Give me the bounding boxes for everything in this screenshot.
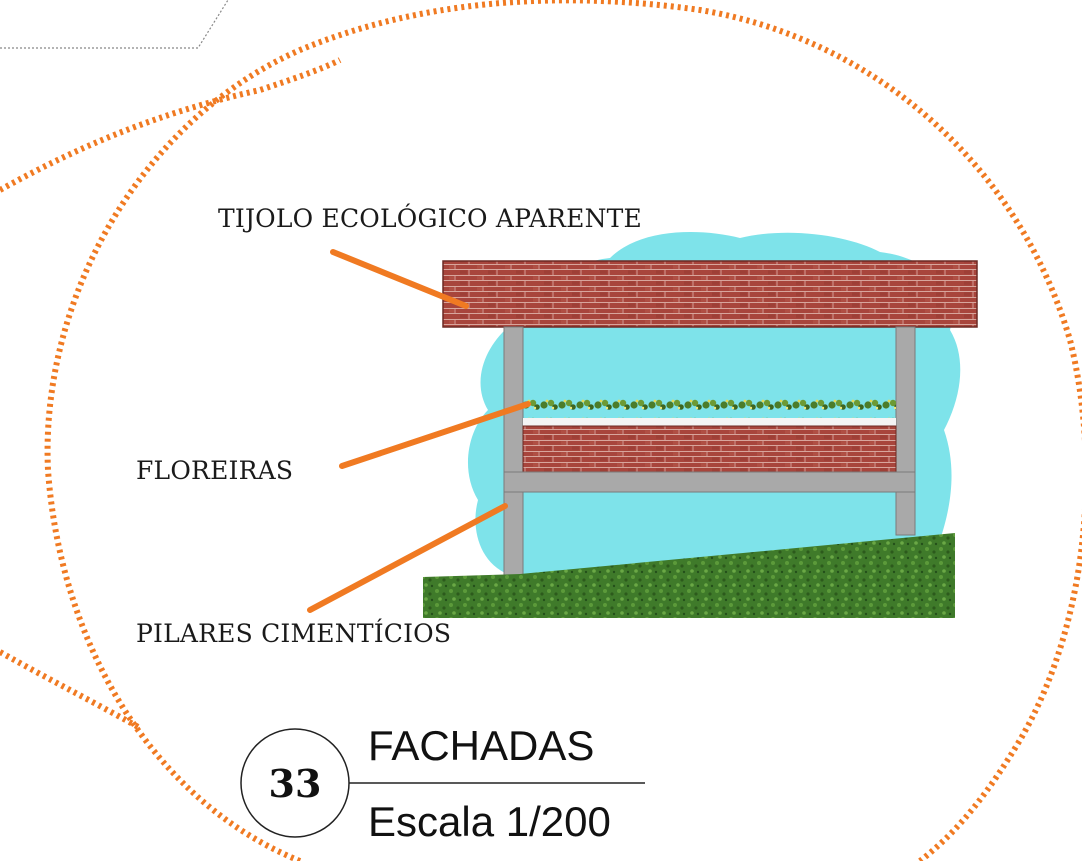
grass-ground	[423, 533, 955, 618]
concrete-beam	[503, 471, 916, 493]
planter-brick	[522, 425, 897, 473]
label-pillars: PILARES CIMENTÍCIOS	[136, 619, 452, 648]
label-planters: FLOREIRAS	[136, 456, 294, 485]
drawing-title: FACHADAS	[368, 722, 595, 769]
brick-roof	[442, 260, 978, 328]
leader-brick	[330, 249, 469, 309]
pillar-left	[503, 326, 524, 578]
sheet-corner-border	[0, 0, 229, 49]
leader-planters	[339, 401, 531, 469]
callout-arc-top	[0, 57, 342, 193]
label-brick: TIJOLO ECOLÓGICO APARENTE	[218, 204, 643, 233]
sheet-number: 33	[268, 760, 322, 806]
pillar-right	[895, 326, 916, 536]
title-block: 33 FACHADAS Escala 1/200	[240, 722, 660, 861]
drawing-scale: Escala 1/200	[368, 798, 611, 845]
leader-pillars	[307, 503, 508, 613]
callout-arc-bottom	[0, 649, 142, 731]
planter-soil	[523, 418, 896, 426]
planter-plants	[523, 398, 896, 420]
